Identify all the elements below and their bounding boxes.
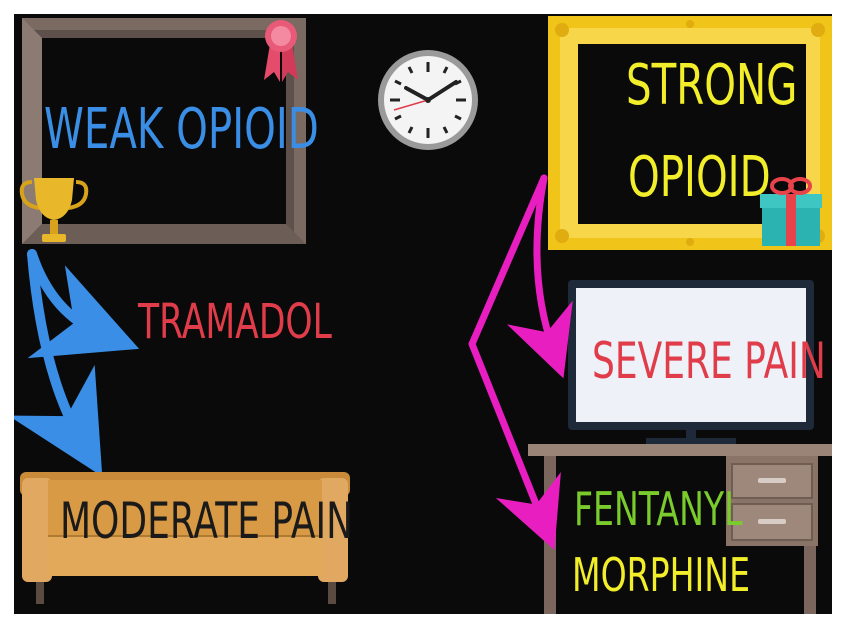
arrow-to-moderate-pain (32, 254, 82, 442)
fentanyl-label: FENTANYL (574, 486, 743, 532)
tramadol-label: TRAMADOL (138, 298, 332, 346)
opioid-ladder-scene: WEAK OPIOID STRONG OPIOID TRAMADOL MODER… (14, 14, 832, 614)
arrow-to-fentanyl-morphine (472, 178, 544, 524)
morphine-label: MORPHINE (572, 552, 750, 598)
severe-pain-label: SEVERE PAIN (592, 336, 826, 386)
strong-opioid-label-line1: STRONG (626, 58, 797, 114)
strong-opioid-label-line2: OPIOID (628, 150, 771, 206)
moderate-pain-label: MODERATE PAIN (60, 496, 353, 546)
weak-opioid-label: WEAK OPIOID (44, 102, 319, 158)
strong-opioid-arrows (472, 178, 554, 524)
weak-opioid-arrows (32, 254, 102, 442)
clock-icon (378, 50, 478, 150)
